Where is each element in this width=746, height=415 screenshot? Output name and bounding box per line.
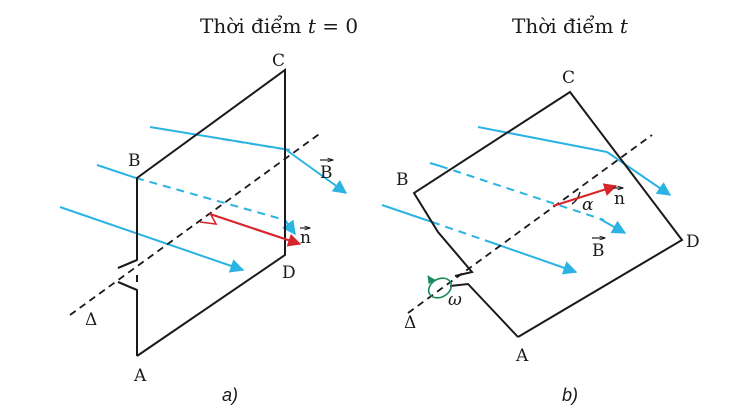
frame-a-gap-bottom (117, 281, 138, 291)
panel-b-title: Thời điểm t (512, 14, 629, 38)
label-a-C: C (272, 51, 285, 71)
field-line-b3-dashed (431, 221, 491, 243)
frame-b (412, 90, 684, 338)
field-line-b2-dashed (439, 165, 605, 221)
field-line-b1-solid (477, 126, 608, 153)
field-line-a1-dashed (221, 138, 284, 150)
svg-text:B: B (320, 163, 333, 183)
panel-a-title: Thời điểm t = 0 (200, 14, 358, 38)
field-line-b2-front (599, 218, 627, 234)
label-b-vector-n: n (613, 188, 625, 209)
label-b-D: D (686, 232, 700, 252)
label-a-vector-B: B (320, 160, 333, 183)
label-a-B: B (128, 151, 141, 171)
caption-a: a) (222, 385, 238, 405)
label-b-omega: ω (448, 290, 462, 310)
rotation-axis-a (69, 131, 323, 316)
normal-vector-b (552, 183, 618, 208)
svg-text:n: n (300, 228, 311, 248)
field-line-a3 (59, 206, 245, 273)
label-b-A: A (515, 346, 529, 366)
omega-rotation-arrow (427, 275, 453, 299)
label-b-alpha: α (582, 195, 594, 215)
label-b-vector-B: B (592, 238, 605, 261)
field-line-a1-front (284, 148, 348, 194)
frame-a-gap-top (117, 259, 138, 269)
field-line-a2-dashed (135, 177, 286, 221)
label-b-B: B (396, 170, 409, 190)
normal-vector-a (209, 212, 302, 247)
right-angle-mark (199, 212, 218, 225)
label-b-C: C (562, 68, 575, 88)
panel-b: Thời điểm t C B D A Δ ω α (381, 14, 700, 405)
field-line-b1-front (606, 151, 672, 196)
field-line-b3-solid (381, 204, 433, 223)
field-line-b2-solid (429, 162, 441, 167)
label-a-D: D (282, 263, 296, 283)
label-a-delta: Δ (85, 310, 97, 330)
svg-text:n: n (614, 189, 625, 209)
label-a-A: A (133, 366, 147, 386)
field-line-a2-front (281, 219, 296, 236)
caption-b: b) (562, 385, 578, 405)
field-line-b3-front (489, 241, 578, 275)
rotation-axis-b (407, 134, 653, 314)
svg-text:B: B (592, 241, 605, 261)
field-line-a2-solid (96, 164, 137, 179)
label-b-delta: Δ (404, 313, 416, 333)
panel-a: Thời điểm t = 0 C B D A Δ B n (59, 14, 358, 405)
label-a-vector-n: n (300, 228, 311, 248)
